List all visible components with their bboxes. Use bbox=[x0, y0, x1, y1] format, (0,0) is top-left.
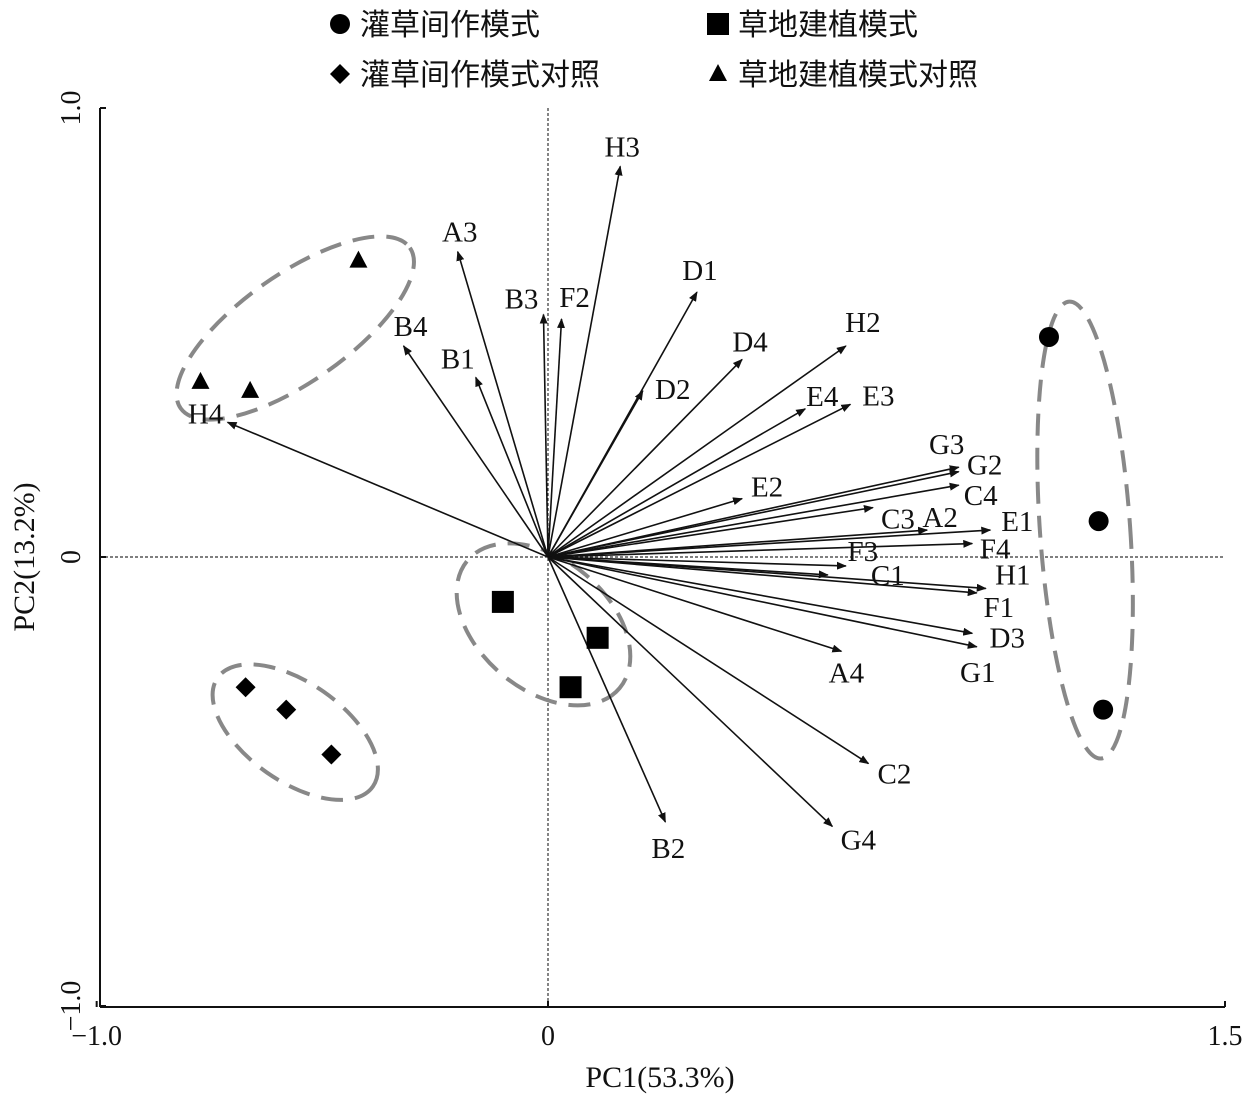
diamond-point bbox=[235, 677, 256, 698]
y-tick-label: 0 bbox=[56, 550, 87, 564]
loading-label: B4 bbox=[394, 311, 428, 343]
loading-arrow-D3 bbox=[547, 556, 974, 636]
loading-label: F2 bbox=[559, 282, 590, 314]
loading-arrow-G1 bbox=[547, 556, 978, 649]
loading-label: D3 bbox=[990, 622, 1025, 654]
loading-arrow-E3 bbox=[547, 403, 852, 558]
loading-arrow-A3 bbox=[456, 250, 549, 558]
loading-label: A2 bbox=[922, 502, 957, 534]
legend-triangle-icon bbox=[709, 64, 727, 81]
loading-label: H2 bbox=[845, 307, 880, 339]
loading-label: H1 bbox=[995, 559, 1030, 591]
legend-circle-icon bbox=[330, 14, 350, 34]
loading-arrow-F2 bbox=[547, 318, 566, 558]
legend-diamond-icon bbox=[330, 64, 350, 84]
square-point bbox=[491, 590, 514, 613]
loading-label: A3 bbox=[442, 217, 477, 249]
loading-arrow-D4 bbox=[547, 358, 743, 558]
diamond-point bbox=[321, 744, 342, 765]
loading-arrow-H4 bbox=[226, 421, 549, 558]
loading-arrow-B4 bbox=[402, 345, 549, 558]
loading-arrow-B2 bbox=[547, 556, 667, 823]
axes: −1.0 0 1.5 1.0 0 −1.0 bbox=[56, 91, 1243, 1053]
group-ellipse bbox=[1035, 299, 1135, 761]
loading-label: B3 bbox=[505, 284, 539, 316]
legend-label: 草地建植模式 bbox=[738, 8, 918, 43]
loading-label: F3 bbox=[848, 536, 879, 568]
loading-arrow-C4 bbox=[547, 482, 960, 558]
y-tick-label: 1.0 bbox=[56, 91, 87, 126]
group-ellipses bbox=[174, 234, 1135, 802]
group-ellipse bbox=[454, 541, 633, 708]
loading-arrow-F3 bbox=[547, 556, 847, 570]
loading-arrow-B3 bbox=[539, 313, 549, 558]
loading-arrow-H3 bbox=[547, 165, 623, 558]
loading-label: H3 bbox=[604, 131, 639, 163]
loading-label: G1 bbox=[960, 657, 995, 689]
loading-arrow-A4 bbox=[547, 556, 843, 653]
circle-point bbox=[1038, 326, 1059, 347]
triangle-point bbox=[191, 371, 210, 389]
loading-label: B1 bbox=[441, 343, 475, 375]
square-point bbox=[586, 626, 609, 649]
loading-arrow-F4 bbox=[547, 539, 974, 558]
loading-label: E3 bbox=[862, 380, 894, 412]
loading-arrow-E4 bbox=[547, 408, 807, 558]
loading-arrow-H2 bbox=[547, 345, 847, 558]
legend-label: 草地建植模式对照 bbox=[738, 58, 978, 93]
y-tick-label: −1.0 bbox=[56, 981, 87, 1032]
loading-arrow-G2 bbox=[547, 469, 960, 558]
loading-label: E2 bbox=[751, 472, 783, 504]
loading-label: C4 bbox=[964, 480, 998, 512]
loading-label: A4 bbox=[829, 657, 865, 689]
x-tick-label: −1.0 bbox=[71, 1021, 122, 1052]
loading-arrow-D2 bbox=[547, 390, 644, 558]
square-point bbox=[559, 676, 582, 699]
loading-arrow-G4 bbox=[547, 556, 834, 828]
loading-arrow-C3 bbox=[547, 505, 874, 558]
loading-label: C3 bbox=[881, 504, 915, 536]
loading-label: F4 bbox=[980, 534, 1011, 566]
loading-label: G4 bbox=[841, 824, 877, 856]
legend-label: 灌草间作模式 bbox=[360, 8, 540, 43]
loading-arrow-H1 bbox=[547, 556, 987, 592]
loading-label: G2 bbox=[967, 450, 1002, 482]
circle-point bbox=[1088, 511, 1109, 532]
loading-arrow-E1 bbox=[547, 526, 992, 558]
loading-label: H4 bbox=[188, 398, 224, 430]
x-tick-label: 0 bbox=[541, 1021, 555, 1052]
loading-label: F1 bbox=[983, 592, 1014, 624]
loading-label: E1 bbox=[1001, 506, 1033, 538]
loading-label: G3 bbox=[929, 429, 964, 461]
legend-square-icon bbox=[707, 13, 729, 35]
y-axis-label: PC2(13.2%) bbox=[8, 482, 41, 631]
legend-label: 灌草间作模式对照 bbox=[360, 58, 600, 93]
loading-label: D2 bbox=[655, 374, 690, 406]
sample-points bbox=[191, 250, 1114, 765]
loading-label: D1 bbox=[682, 255, 717, 287]
x-tick-label: 1.5 bbox=[1208, 1021, 1243, 1052]
triangle-point bbox=[349, 250, 368, 268]
loading-label: B2 bbox=[651, 833, 685, 865]
triangle-point bbox=[241, 380, 260, 398]
loading-label: C2 bbox=[878, 759, 912, 791]
loading-label: E4 bbox=[806, 381, 839, 413]
circle-point bbox=[1093, 699, 1114, 720]
group-ellipse bbox=[210, 662, 380, 802]
loading-label: D4 bbox=[732, 326, 768, 358]
loading-arrow-E2 bbox=[547, 497, 744, 558]
diamond-point bbox=[276, 699, 297, 720]
loading-arrow-C2 bbox=[547, 556, 870, 765]
loading-arrow-F1 bbox=[547, 556, 978, 597]
x-axis-label: PC1(53.3%) bbox=[585, 1061, 734, 1094]
loading-arrow-B1 bbox=[475, 376, 549, 558]
